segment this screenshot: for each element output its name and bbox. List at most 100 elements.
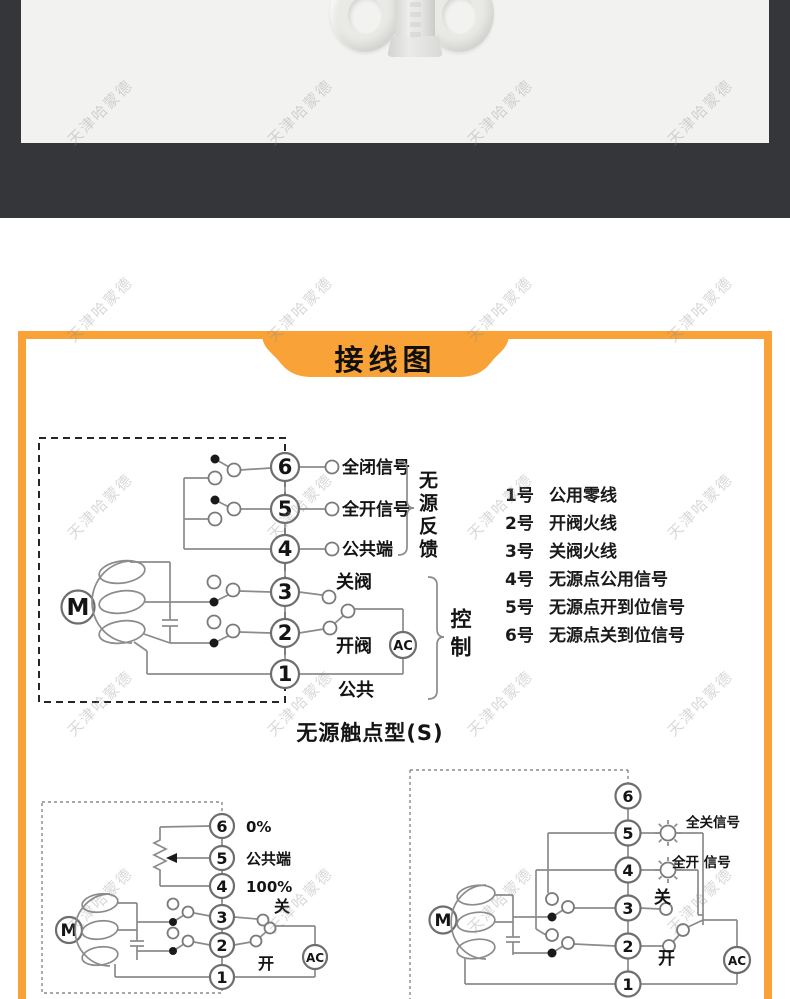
svg-text:AC: AC [393, 639, 413, 654]
svg-text:3: 3 [278, 580, 293, 604]
svg-text:5: 5 [622, 824, 633, 843]
terminal-2: 2 [208, 931, 236, 959]
svg-text:AC: AC [728, 954, 746, 968]
svg-text:AC: AC [306, 951, 324, 965]
svg-text:1: 1 [622, 975, 633, 994]
diagram-caption: 无源触点型(S) [296, 721, 444, 745]
terminal-6: 6 [208, 812, 236, 840]
wires [130, 453, 404, 675]
terminal-3: 3 [269, 576, 301, 608]
control-brace [427, 576, 445, 700]
motor-symbol: M [60, 589, 96, 625]
potentiometer-wiper-arrow [166, 853, 177, 863]
terminal-legend: 1号公用零线 2号开阀火线 3号关阀火线 4号无源点公用信号 5号无源点开到位信… [505, 479, 685, 647]
svg-text:1: 1 [216, 968, 227, 987]
legend-num: 4号 [505, 569, 534, 590]
product-photo-area [21, 0, 769, 143]
legend-num: 6号 [505, 625, 534, 646]
bottom-right-wiring-diagram: M 6 5 4 3 2 1 AC 全关信号 [409, 769, 752, 999]
terminal-3: 3 [614, 894, 642, 922]
motor-coils [91, 559, 146, 645]
svg-text:M: M [67, 595, 90, 621]
legend-item: 6号无源点关到位信号 [505, 619, 685, 647]
actuator-enclosure-dashed [38, 437, 286, 703]
legend-label: 关阀火线 [549, 541, 617, 562]
svg-text:5: 5 [216, 849, 227, 868]
svg-text:公共端: 公共端 [342, 539, 393, 560]
terminal-3: 3 [208, 903, 236, 931]
lamp-closed-indicator [654, 819, 682, 847]
product-left-ring-hole [348, 0, 382, 34]
legend-item: 3号关阀火线 [505, 535, 685, 563]
feedback-group-label: 无源反馈 [416, 470, 438, 562]
enclosure-dashed [41, 801, 223, 994]
switch-contacts [545, 892, 690, 958]
product-left-ring [330, 0, 400, 52]
svg-text:M: M [435, 911, 452, 931]
svg-text:全开 信号: 全开 信号 [671, 854, 731, 871]
feedback-brace [397, 460, 415, 556]
switch-contacts [166, 897, 277, 955]
legend-num: 5号 [505, 597, 534, 618]
legend-item: 1号公用零线 [505, 479, 685, 507]
motor-symbol: M [428, 905, 458, 935]
wires [464, 783, 738, 987]
legend-label: 无源点关到位信号 [549, 625, 685, 646]
legend-label: 无源点公用信号 [549, 569, 668, 590]
terminal-4: 4 [614, 856, 642, 884]
enclosure-dashed [409, 769, 629, 999]
product-right-ring-hole [442, 0, 476, 34]
product-embossed-text [410, 2, 421, 42]
svg-text:4: 4 [278, 537, 293, 561]
diagram-labels: 全关信号 全开 信号 关 开 [654, 814, 740, 969]
left-dark-bar [0, 0, 21, 143]
terminal-4: 4 [269, 533, 301, 565]
svg-text:1: 1 [278, 662, 293, 686]
svg-text:全闭信号: 全闭信号 [341, 457, 410, 478]
dark-divider-band [0, 143, 790, 218]
banner-tab-shape [262, 331, 509, 377]
svg-text:M: M [61, 921, 78, 941]
svg-text:6: 6 [216, 817, 227, 836]
svg-text:全关信号: 全关信号 [685, 814, 740, 831]
diagram-labels: 0% 公共端 100% 关 开 [246, 818, 292, 973]
svg-text:全开信号: 全开信号 [341, 499, 410, 520]
terminal-5: 5 [269, 493, 301, 525]
legend-label: 开阀火线 [549, 513, 617, 534]
motor-coils [74, 892, 119, 967]
svg-text:公共: 公共 [338, 680, 374, 701]
terminal-6: 6 [614, 782, 642, 810]
svg-text:开: 开 [658, 949, 675, 969]
terminal-2: 2 [614, 932, 642, 960]
svg-text:6: 6 [622, 787, 633, 806]
signal-terminals [324, 459, 340, 557]
svg-text:100%: 100% [246, 878, 292, 896]
right-dark-bar [769, 0, 790, 143]
svg-text:2: 2 [622, 937, 633, 956]
legend-num: 1号 [505, 485, 534, 506]
svg-text:3: 3 [216, 908, 227, 927]
terminal-5: 5 [208, 844, 236, 872]
svg-text:2: 2 [278, 621, 293, 645]
terminal-1: 1 [614, 970, 642, 998]
svg-text:0%: 0% [246, 818, 271, 836]
legend-label: 无源点开到位信号 [549, 597, 685, 618]
terminal-1: 1 [269, 658, 301, 690]
control-group-label: 控制 [448, 608, 472, 664]
svg-text:公共端: 公共端 [246, 850, 291, 868]
switch-contacts [206, 454, 356, 648]
legend-num: 3号 [505, 541, 534, 562]
svg-text:3: 3 [622, 899, 633, 918]
legend-label: 公用零线 [549, 485, 617, 506]
ac-symbol: AC [301, 943, 329, 971]
svg-text:开阀: 开阀 [336, 635, 372, 657]
svg-text:2: 2 [216, 936, 227, 955]
terminal-4: 4 [208, 872, 236, 900]
svg-text:4: 4 [216, 877, 227, 896]
bottom-left-wiring-diagram: M 6 5 4 3 2 1 AC 0% [41, 801, 329, 994]
svg-text:4: 4 [622, 861, 633, 880]
legend-item: 5号无源点开到位信号 [505, 591, 685, 619]
terminal-1: 1 [208, 963, 236, 991]
svg-text:关: 关 [274, 897, 290, 916]
